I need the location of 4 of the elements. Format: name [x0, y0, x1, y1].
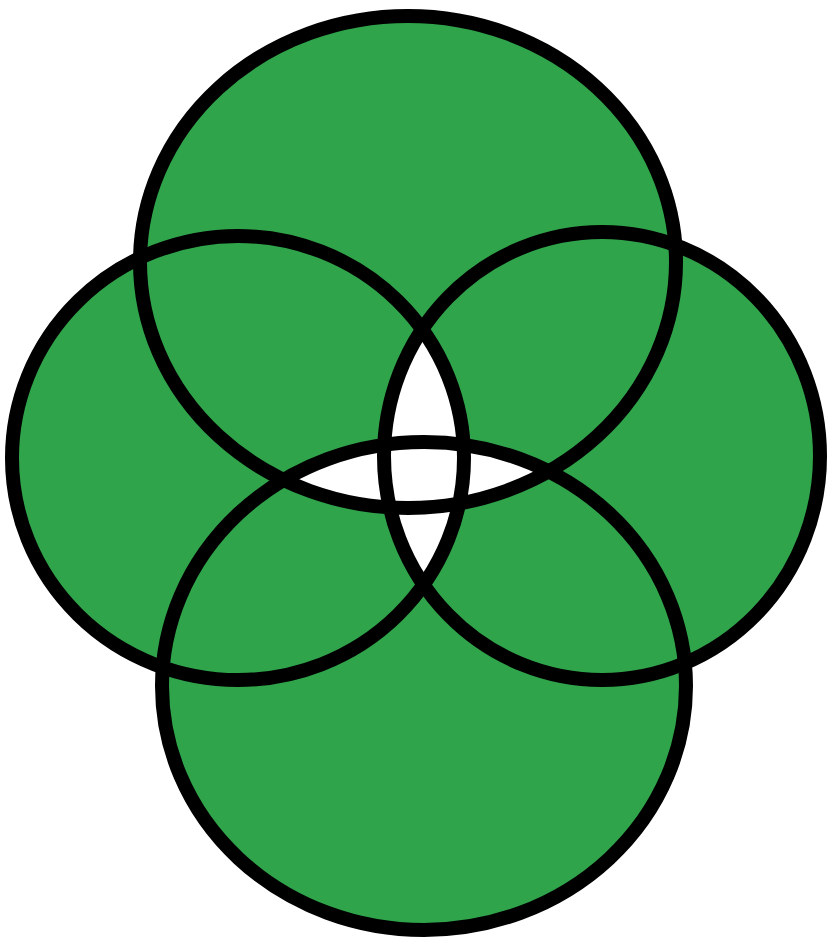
circle-outline — [377, 225, 827, 687]
circle-outline — [133, 9, 683, 515]
circle-outline — [5, 229, 471, 687]
circle-outline — [155, 435, 693, 937]
